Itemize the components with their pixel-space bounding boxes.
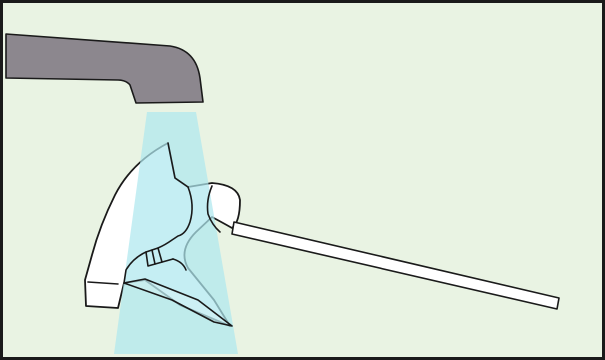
feed-tube [231,221,560,310]
spray-trigger [123,278,233,327]
spray-nozzle-details [87,142,221,285]
faucet-spout [5,33,204,104]
water-stream [114,112,238,354]
